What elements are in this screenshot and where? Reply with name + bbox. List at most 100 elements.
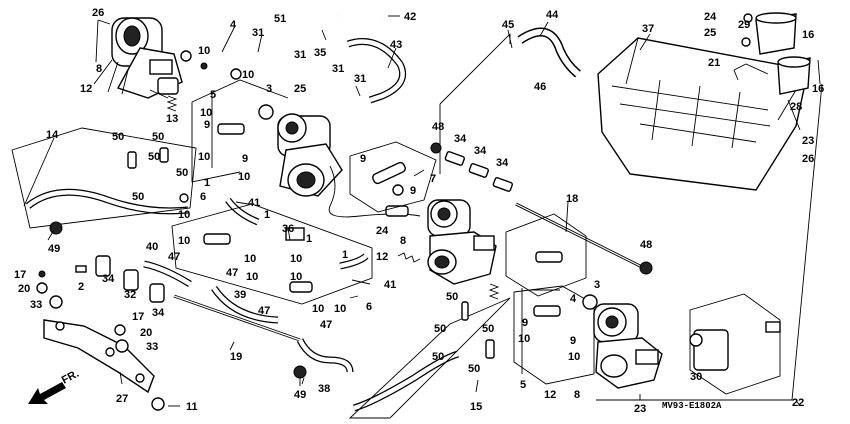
label-3: 3 — [266, 83, 272, 95]
collar-34-a[interactable] — [444, 151, 465, 166]
spring-right[interactable] — [488, 283, 500, 300]
hose-40[interactable] — [143, 260, 192, 287]
rod-19[interactable] — [173, 294, 301, 342]
label-50: 50 — [434, 323, 446, 335]
label-38: 38 — [318, 383, 330, 395]
hose-14[interactable] — [25, 188, 189, 215]
hose-39[interactable] — [211, 285, 279, 324]
label-48: 48 — [640, 239, 652, 251]
label-6: 6 — [200, 191, 206, 203]
label-45: 45 — [502, 19, 514, 31]
label-30: 30 — [690, 371, 702, 383]
label-8: 8 — [400, 235, 406, 247]
label-21: 21 — [708, 57, 720, 69]
label-25: 25 — [704, 27, 716, 39]
hose-42[interactable] — [336, 7, 386, 22]
label-10: 10 — [290, 271, 302, 283]
label-51: 51 — [274, 13, 286, 25]
label-17: 17 — [14, 269, 26, 281]
label-10: 10 — [334, 303, 346, 315]
hose-44[interactable] — [517, 27, 581, 78]
label-34: 34 — [454, 133, 467, 145]
label-7: 7 — [430, 173, 436, 185]
collar-34-b[interactable] — [468, 163, 489, 178]
label-31: 31 — [332, 63, 344, 75]
carburetor-top-left[interactable] — [107, 17, 192, 99]
label-1: 1 — [306, 233, 312, 245]
label-50: 50 — [148, 151, 160, 163]
label-50: 50 — [482, 323, 494, 335]
label-4: 4 — [570, 293, 577, 305]
label-6: 6 — [366, 301, 372, 313]
label-31: 31 — [294, 49, 306, 61]
callout-lines — [23, 15, 821, 407]
label-50: 50 — [432, 351, 444, 363]
label-50: 50 — [176, 167, 188, 179]
label-14: 14 — [46, 129, 59, 141]
label-28: 28 — [790, 101, 802, 113]
label-32: 32 — [124, 289, 136, 301]
label-15: 15 — [470, 401, 482, 413]
label-10: 10 — [244, 253, 256, 265]
label-20: 20 — [140, 327, 152, 339]
air-funnel-29[interactable] — [755, 12, 797, 55]
label-9: 9 — [570, 335, 576, 347]
carburetor-bottom-right[interactable] — [593, 303, 663, 389]
label-49: 49 — [294, 389, 306, 401]
label-1: 1 — [204, 177, 210, 189]
label-33: 33 — [30, 299, 42, 311]
spring-13[interactable] — [166, 95, 178, 112]
hose-38[interactable] — [296, 338, 354, 373]
spring-8[interactable] — [397, 252, 421, 263]
carburetor-middle-top[interactable] — [277, 113, 421, 218]
label-34: 34 — [102, 273, 115, 285]
label-13: 13 — [166, 113, 178, 125]
label-12: 12 — [80, 83, 92, 95]
collar-32[interactable] — [123, 269, 139, 291]
label-25: 25 — [294, 83, 306, 95]
hose-15[interactable] — [352, 350, 460, 412]
front-direction-arrow — [28, 382, 66, 404]
hose-43[interactable] — [346, 38, 407, 104]
label-26: 26 — [802, 153, 814, 165]
collar-34-left[interactable] — [95, 255, 111, 277]
hose-41b[interactable] — [339, 253, 369, 270]
rod-18[interactable] — [515, 202, 641, 268]
label-26: 26 — [92, 7, 104, 19]
label-36: 36 — [282, 223, 294, 235]
label-49: 49 — [48, 243, 60, 255]
carburetor-middle[interactable] — [427, 199, 497, 285]
label-31: 31 — [252, 27, 264, 39]
air-funnel-28[interactable] — [777, 56, 811, 95]
label-10: 10 — [200, 107, 212, 119]
label-11: 11 — [186, 401, 198, 413]
label-4: 4 — [230, 19, 237, 31]
collar-34-lower[interactable] — [149, 283, 165, 303]
label-50: 50 — [446, 291, 458, 303]
label-20: 20 — [18, 283, 30, 295]
part-drawings — [11, 7, 823, 419]
label-48: 48 — [432, 121, 444, 133]
label-10: 10 — [198, 151, 210, 163]
label-10: 10 — [238, 171, 250, 183]
label-24: 24 — [704, 11, 717, 23]
label-1: 1 — [342, 249, 348, 261]
label-10: 10 — [178, 209, 190, 221]
label-34: 34 — [474, 145, 487, 157]
label-22: 22 — [792, 397, 804, 409]
label-8: 8 — [574, 389, 580, 401]
hose-41a[interactable] — [225, 197, 260, 226]
label-23: 23 — [802, 135, 814, 147]
bracket-27[interactable] — [43, 319, 155, 394]
label-9: 9 — [204, 119, 210, 131]
label-41: 41 — [384, 279, 396, 291]
label-8: 8 — [96, 63, 102, 75]
label-10: 10 — [178, 235, 190, 247]
direction-label: FR. — [60, 368, 81, 387]
collar-34-c[interactable] — [492, 177, 513, 192]
label-1: 1 — [264, 209, 270, 221]
air-chamber-37[interactable] — [597, 37, 809, 191]
label-10: 10 — [198, 45, 210, 57]
label-9: 9 — [360, 153, 366, 165]
label-5: 5 — [210, 89, 216, 101]
